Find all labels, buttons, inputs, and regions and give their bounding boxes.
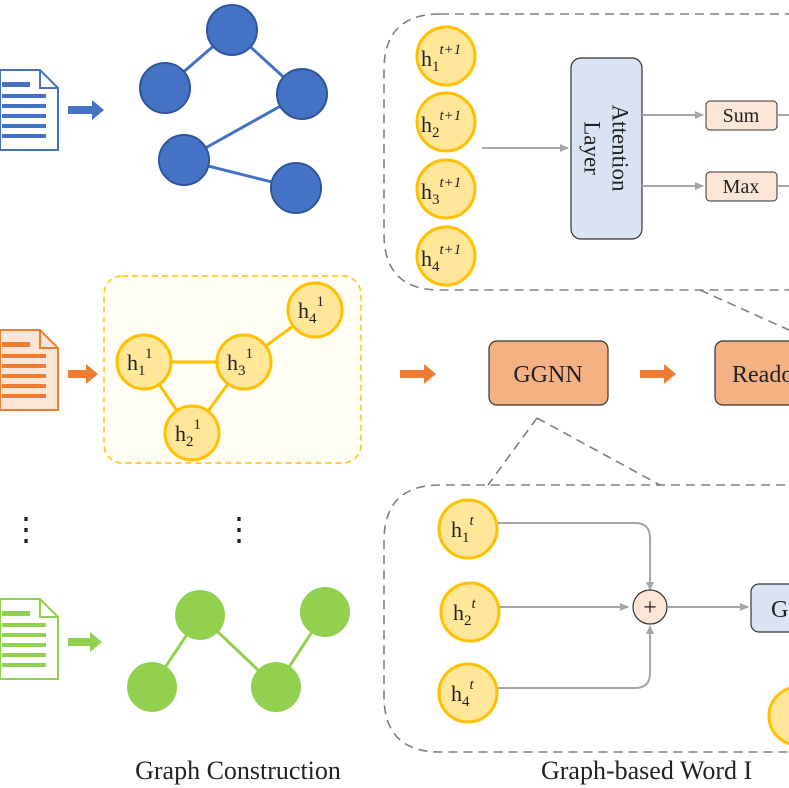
graph-node-2: h21 [163,404,221,462]
blue-arrow [68,100,104,120]
g-box [750,583,789,633]
svg-text:h1t: h1t [451,513,475,546]
orange-arrow-1 [68,364,98,384]
flow-line-3 [498,625,654,689]
ggnn-box [488,340,609,406]
partial-node [767,686,789,746]
flow-line-1 [498,522,654,591]
max-label: Max [723,176,760,198]
document-icon-green [0,598,59,680]
panel-connector-right [536,417,661,486]
panel-connector-top [699,289,789,331]
green-graph [127,587,350,712]
attention-label-line2: Layer [580,121,605,175]
attention-layer-box [570,57,643,240]
top-node-3: h3t+1 [415,158,477,220]
blue-graph [139,4,328,214]
ggnn-panel-border [383,484,789,753]
document-icon-orange [0,329,59,411]
orange-arrow-3 [640,364,676,384]
top-node-1: h1t+1 [415,25,477,87]
document-icon-blue [0,69,59,151]
bottom-node-1: h1t [437,498,499,560]
ellipsis-middle: ⋮ [223,511,255,547]
svg-text:+: + [643,595,657,621]
bottom-node-3: h4t [437,662,499,724]
graph-node-3: h31 [215,333,273,391]
top-node-2: h2t+1 [415,91,477,153]
caption-graph-based-word: Graph-based Word I [541,756,752,785]
readout-label: Reado [732,362,789,388]
graph-node-1: h11 [115,333,173,391]
readout-box [714,340,789,406]
green-arrow [68,632,102,652]
svg-text:h31: h31 [227,346,253,379]
attention-label-line1: Attention [608,105,633,192]
sum-label: Sum [723,105,760,127]
svg-text:h11: h11 [127,346,152,379]
ggnn-label: GGNN [513,362,582,388]
attention-panel-border [383,13,789,291]
svg-text:h1t+1: h1t+1 [421,42,461,75]
svg-text:h21: h21 [175,417,201,450]
graph-node-4: h41 [286,281,344,339]
svg-text:h2t: h2t [453,596,477,629]
svg-text:h4t+1: h4t+1 [421,242,461,275]
orange-arrow-2 [400,364,436,384]
panel-connector-left [487,417,538,486]
top-node-4: h4t+1 [415,225,477,287]
ellipsis-left: ⋮ [10,511,42,547]
caption-graph-construction: Graph Construction [135,756,341,785]
g-label: G [771,597,788,623]
svg-text:h3t+1: h3t+1 [421,175,461,208]
plus-node: + [632,589,668,625]
svg-text:h4t: h4t [451,677,475,710]
svg-text:h41: h41 [298,294,324,327]
bottom-node-2: h2t [439,581,501,643]
svg-text:h2t+1: h2t+1 [421,108,461,141]
